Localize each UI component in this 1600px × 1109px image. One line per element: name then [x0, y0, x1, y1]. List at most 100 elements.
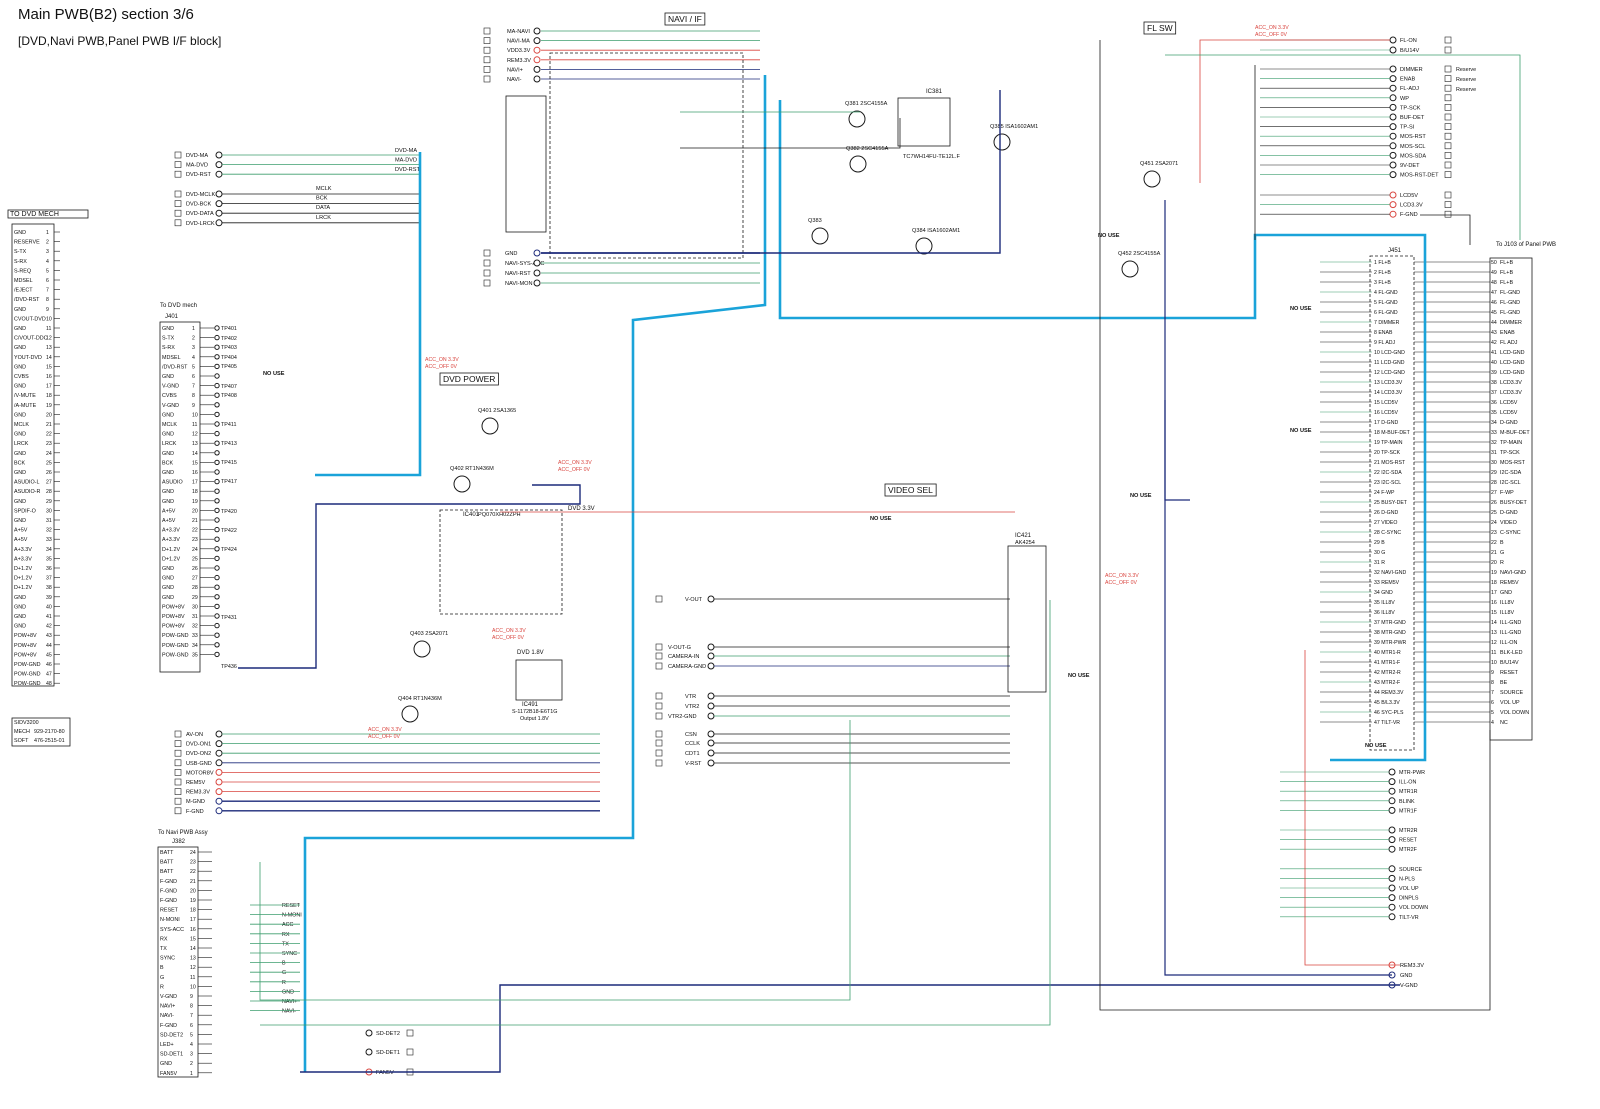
dvd-mech-pin: POW-GND — [14, 681, 41, 687]
j451-pin: 12 LCD-GND — [1374, 370, 1405, 376]
switch-label: MTR2F — [1399, 847, 1418, 853]
fl-output-marker — [1444, 65, 1452, 73]
fl-sw-block-title-box — [1143, 21, 1177, 35]
j451-pin: 20 TP-SCK — [1374, 450, 1401, 456]
dvd-mech-pin: GND — [14, 345, 26, 351]
dvd-signal: DVD-LRCK — [186, 221, 215, 227]
navi-signal-label: R — [282, 980, 286, 986]
acc-note: ACC_OFF 0V — [1255, 32, 1288, 38]
page-title: Main PWB(B2) section 3/6 — [18, 6, 194, 23]
dvd-signal-marker — [174, 219, 182, 227]
video-signal: VTR — [685, 694, 696, 700]
dvd-mech-pin-number: 16 — [46, 374, 52, 380]
switch-label: N-PLS — [1399, 876, 1415, 882]
j401-pin: /DVD-RST — [162, 364, 188, 370]
dvd-bus-label: LRCK — [316, 215, 331, 221]
j382-pin-number: 22 — [190, 869, 196, 875]
reserve-label: Reserve — [1456, 87, 1476, 93]
dvd-mech-pin: ASUDIO-L — [14, 480, 39, 486]
fl-output-marker — [1444, 113, 1452, 121]
test-point: TP424 — [221, 547, 237, 553]
panel-pin: FL-GND — [1500, 300, 1520, 306]
bottom-signal: USB-GND — [186, 761, 212, 767]
panel-pin: M-BUF-DET — [1500, 430, 1530, 436]
test-point: TP405 — [221, 364, 237, 370]
panel-pin-number: 41 — [1491, 350, 1497, 356]
navi-gnd-navy — [541, 90, 1001, 254]
panel-pin: I2C-SCL — [1500, 480, 1521, 486]
navi-marker — [483, 249, 491, 257]
j382-pin-number: 23 — [190, 860, 196, 866]
j451-pin: 27 VIDEO — [1374, 520, 1397, 526]
j382-pin-number: 7 — [190, 1013, 193, 1019]
switch-label: DINPLS — [1399, 896, 1419, 902]
acc-note: ACC_ON 3.3V — [1105, 573, 1139, 579]
bottom-signal-marker — [174, 769, 182, 776]
ic491-output: Output 1.8V — [520, 716, 549, 722]
navi-marker — [483, 75, 491, 83]
panel-pin-number: 19 — [1491, 570, 1497, 576]
j401-pin: GND — [162, 489, 174, 495]
navi-signal-label: NAVI+ — [282, 999, 297, 1005]
j401-pin-number: 11 — [192, 422, 197, 428]
bottom-signal-marker — [174, 740, 182, 747]
j451-pin: 22 I2C-SDA — [1374, 470, 1402, 476]
sd-marker — [406, 1029, 414, 1037]
navi-terminal — [533, 259, 541, 267]
to-dvd-mech-heading-box — [7, 209, 89, 219]
navi-terminal — [533, 279, 541, 287]
j382-pin: BATT — [160, 860, 174, 866]
j401-pin-number: 15 — [192, 460, 198, 466]
j401-pin: A+5V — [162, 518, 176, 524]
fl-output-marker — [1444, 171, 1452, 178]
dvd-bus-cyan — [315, 152, 422, 477]
ic491-label: IC491 — [522, 702, 539, 708]
navi-wire — [680, 118, 901, 149]
fl-output-label: FL-ADJ — [1400, 86, 1419, 92]
panel-pin: VOL UP — [1500, 700, 1520, 706]
navi-marker — [483, 259, 491, 267]
navi-pin-table — [505, 95, 547, 233]
dvd-mech-pin-number: 33 — [46, 537, 52, 543]
j382-pin: FAN5V — [160, 1071, 177, 1077]
navi-signal-label: NAVI- — [282, 1009, 296, 1015]
video-signal: CCLK — [685, 741, 700, 747]
j401-pin-number: 6 — [192, 374, 195, 380]
j401-pin-terminal — [214, 421, 220, 427]
j401-pin-number: 21 — [192, 518, 198, 524]
switch-label: RESET — [1399, 838, 1418, 844]
dvd-bus-label: DATA — [316, 205, 330, 211]
transistor-symbol — [453, 475, 471, 493]
panel-pin-number: 15 — [1491, 610, 1497, 616]
navi-signal: NAVI-MA — [507, 39, 530, 45]
j382-pin: B — [160, 965, 164, 971]
fl-output-label: DIMMER — [1400, 67, 1423, 73]
j382-pin: SD-DET1 — [160, 1052, 183, 1058]
dvd-mech-pin-number: 2 — [46, 240, 49, 246]
j401-pin-number: 16 — [192, 470, 198, 476]
panel-pin: MOS-RST — [1500, 460, 1526, 466]
video-signal: CDT1 — [685, 751, 700, 757]
fl-output-label: TP-SI — [1400, 125, 1415, 131]
j401-pin-number: 29 — [192, 595, 198, 601]
j401-pin-number: 24 — [192, 547, 198, 553]
dvd-mech-pin: D+1.2V — [14, 566, 33, 572]
panel-pin-number: 12 — [1491, 640, 1497, 646]
j382-pin-number: 5 — [190, 1032, 193, 1038]
j401-pin: POW-GND — [162, 633, 189, 639]
transistor-label: Q385 ISA1602AM1 — [990, 124, 1038, 130]
acc-note: ACC_OFF 0V — [492, 635, 525, 641]
panel-pin: BE — [1500, 680, 1508, 686]
panel-pin-number: 13 — [1491, 630, 1497, 636]
navi-signal-label: ACC — [282, 922, 293, 928]
j401-pin-number: 26 — [192, 566, 198, 572]
acc-note: ACC_OFF 0V — [368, 734, 401, 740]
panel-pin: D-GND — [1500, 420, 1518, 426]
dvd-mech-pin-number: 10 — [46, 316, 52, 322]
switch-terminal — [1388, 787, 1396, 795]
dvd-mech-info-key: SIDV3200 — [14, 720, 39, 726]
fl-output-label: B/U14V — [1400, 48, 1420, 54]
dvd-bus-label: MA-DVD — [395, 158, 417, 164]
j451-pin: 23 I2C-SCL — [1374, 480, 1401, 486]
video-sel-block-title-box — [884, 483, 937, 497]
